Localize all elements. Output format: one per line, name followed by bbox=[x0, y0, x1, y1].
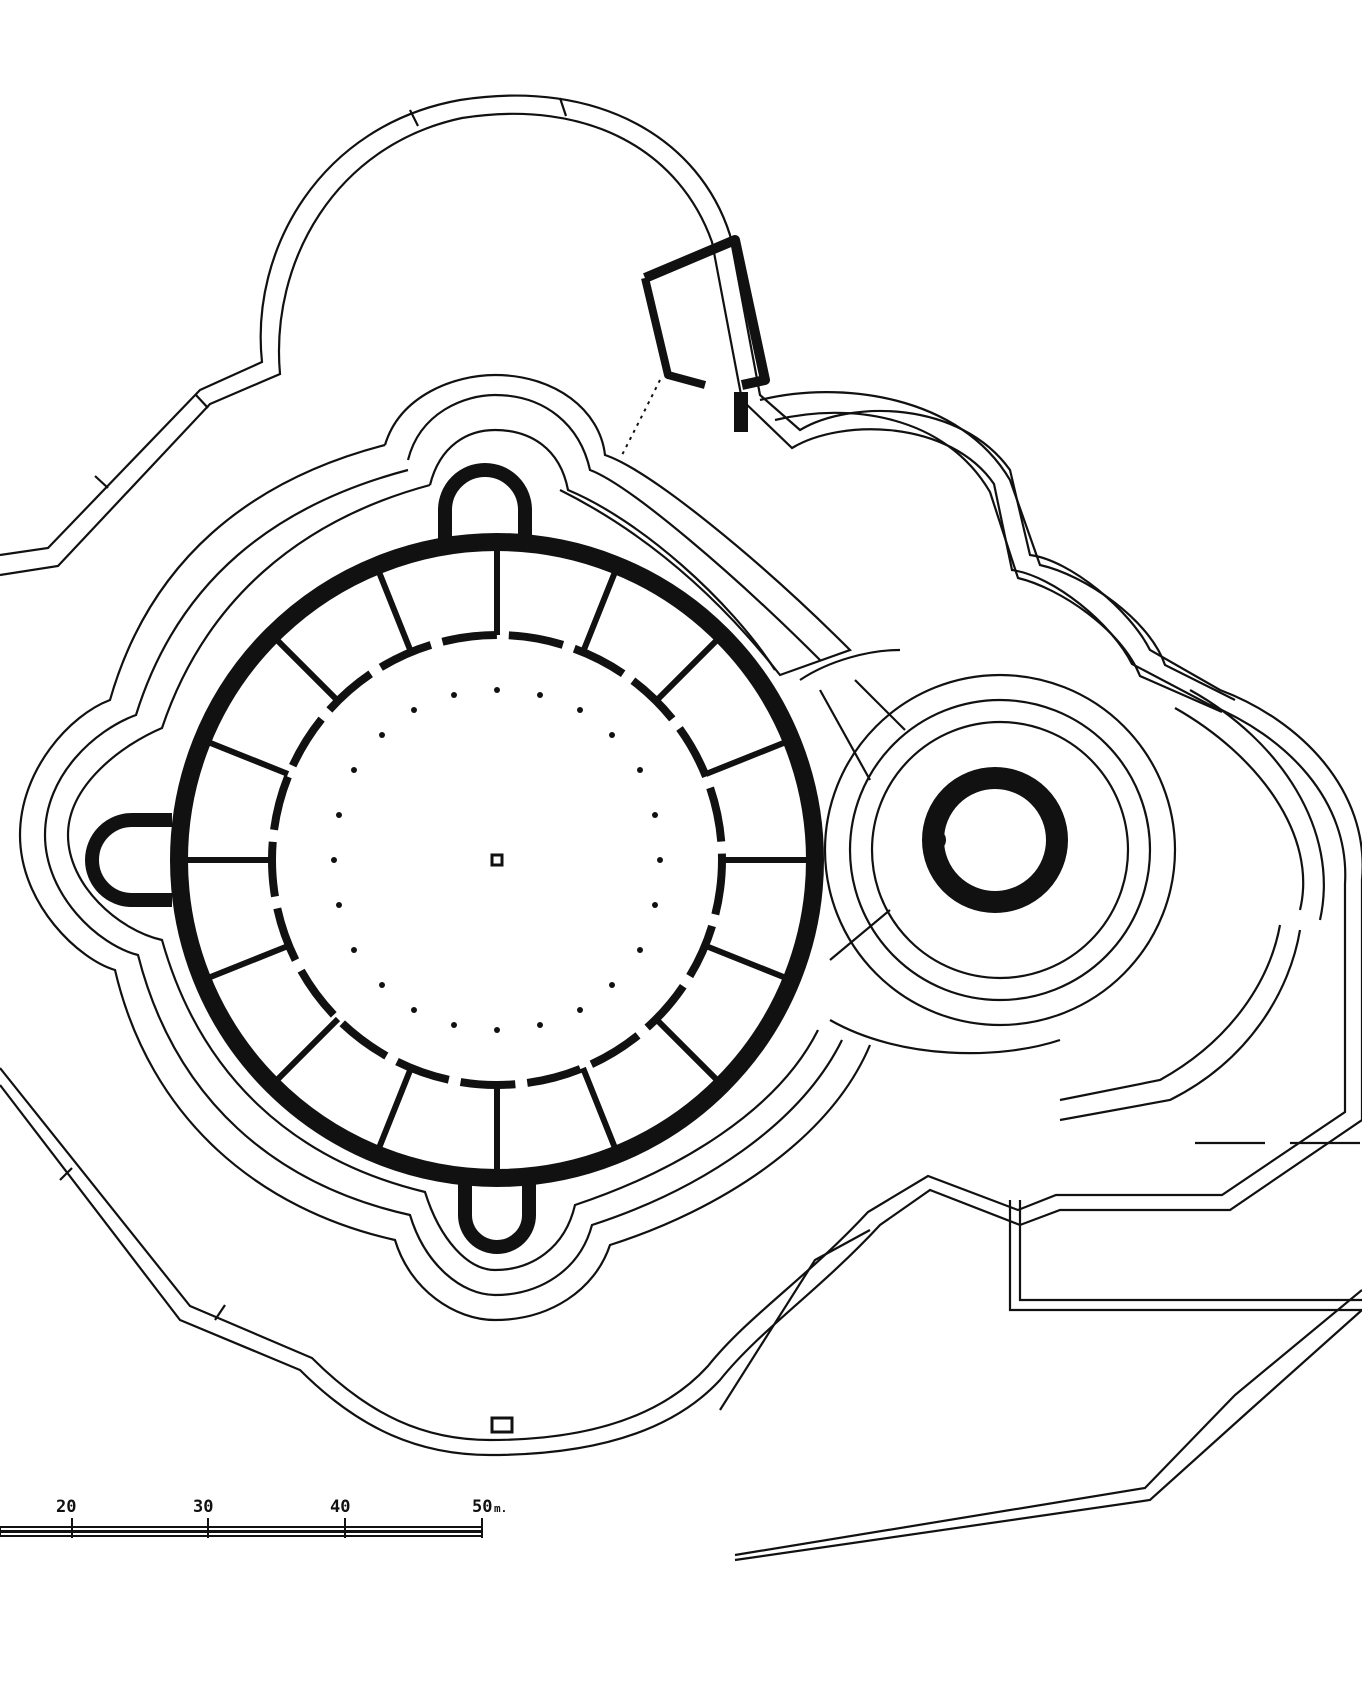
scale-bar: 20 30 40 50 m. bbox=[0, 1497, 507, 1538]
main-keep bbox=[170, 533, 824, 1187]
east-outer-wall bbox=[759, 391, 1325, 1122]
keep-turrets bbox=[85, 463, 536, 1254]
scale-tick-40: 40 bbox=[330, 1497, 350, 1517]
scale-tick-20: 20 bbox=[56, 1497, 76, 1517]
outer-curtain-wall bbox=[0, 94, 1362, 1457]
round-keep bbox=[922, 767, 1068, 913]
scale-tick-50: 50 bbox=[472, 1497, 492, 1517]
round-keep-enclosure bbox=[799, 648, 1177, 1055]
gatehouse bbox=[641, 235, 770, 432]
central-pillar bbox=[490, 853, 504, 867]
approach-roads bbox=[719, 1141, 1362, 1562]
well-marker bbox=[490, 1416, 514, 1434]
scale-tick-30: 30 bbox=[193, 1497, 213, 1517]
middle-enceinte bbox=[18, 373, 872, 1322]
scale-unit: m. bbox=[494, 1502, 507, 1515]
dotted-path bbox=[621, 379, 661, 456]
